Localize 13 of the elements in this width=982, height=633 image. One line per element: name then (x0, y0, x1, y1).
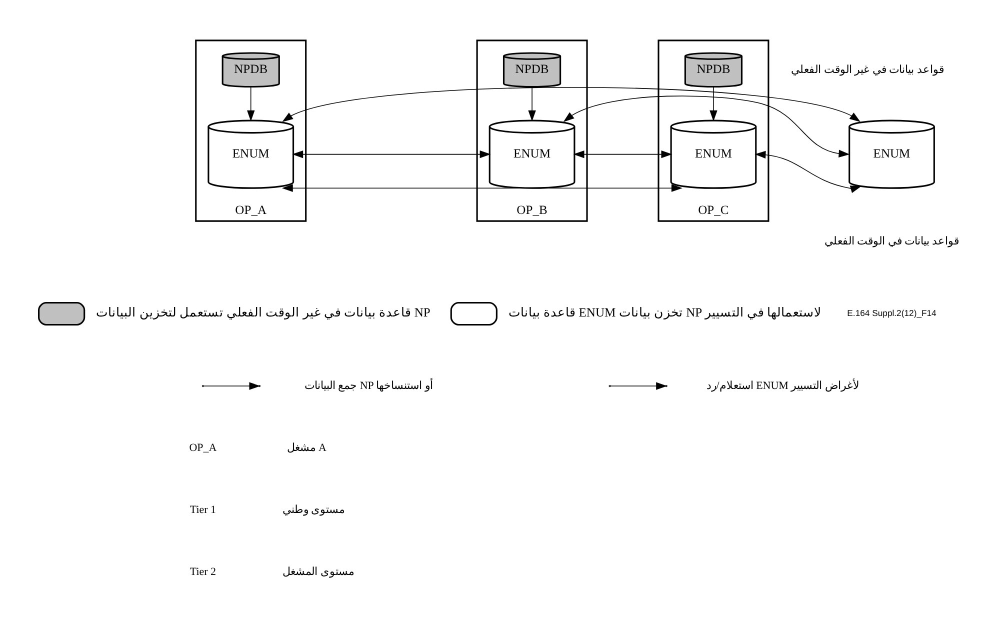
label: قواعد بيانات في الوقت الفعلي (824, 235, 960, 248)
legend-label: قاعدة بيانات ENUM تخزن بيانات NP لاستعمالها في التسيير (508, 306, 822, 320)
label: OP_A (189, 442, 217, 454)
label: Tier 2 (190, 566, 216, 578)
legend-label: جمع البيانات NP أو استنساخها (304, 380, 433, 392)
label: E.164 Suppl.2(12)_F14 (847, 308, 936, 318)
label: مستوى وطني (282, 504, 346, 516)
label: مشغل A (286, 442, 326, 454)
legend-label: قاعدة بيانات في غير الوقت الفعلي تستعمل لتخزين البيانات NP (96, 306, 430, 320)
label: Tier 1 (190, 504, 216, 516)
label: مستوى المشغل (282, 566, 354, 578)
legend-label: استعلام/رد ENUM لأغراض التسيير (706, 380, 859, 392)
label: قواعد بيانات في غير الوقت الفعلي (791, 64, 944, 76)
